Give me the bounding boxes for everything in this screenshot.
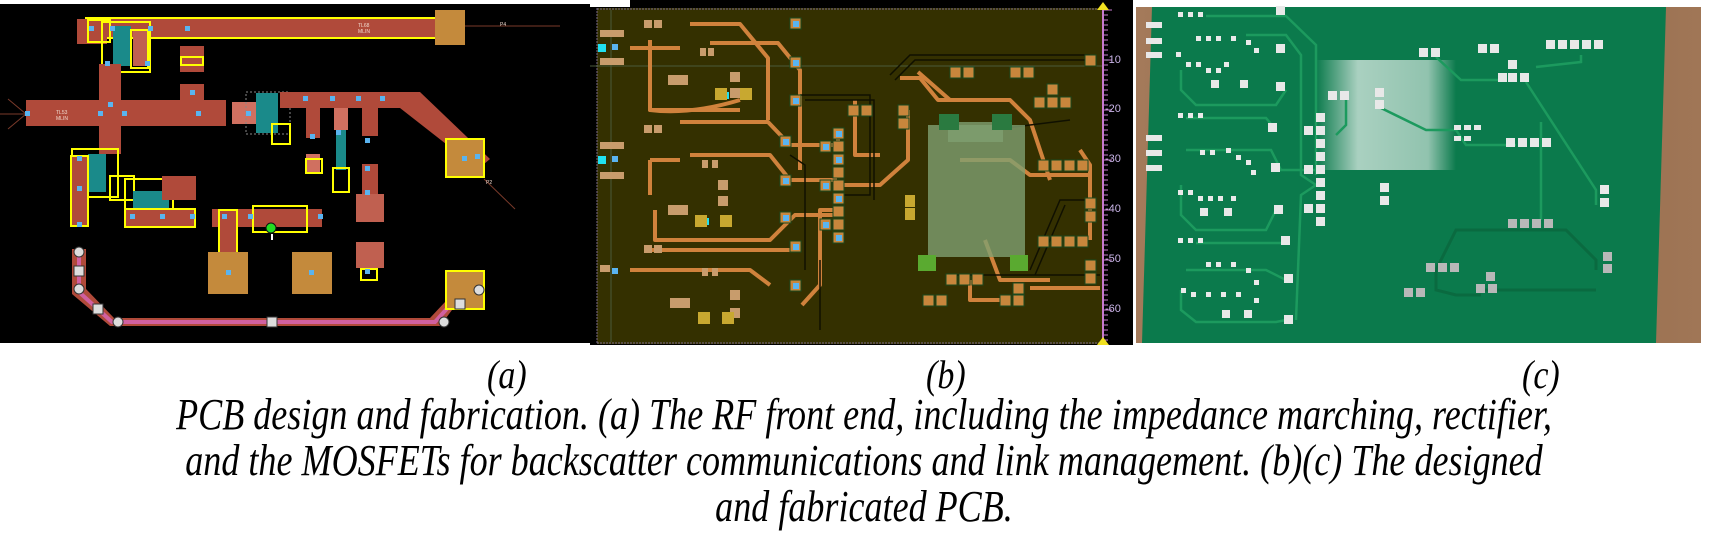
- transistor-x5: [113, 26, 131, 66]
- path-node-icon[interactable]: [92, 303, 104, 315]
- pad-green: [939, 114, 959, 130]
- transistor-x4: [133, 191, 169, 211]
- ic-footprint-tab: [948, 122, 1003, 142]
- pcb-pads: [1146, 6, 1609, 324]
- pcb-pads-grey: [1404, 219, 1612, 297]
- capacitor-pad: [905, 195, 915, 207]
- subfigure-label-b: (b): [926, 352, 966, 397]
- ruler-label: -10: [1105, 54, 1121, 66]
- cap-c16: [306, 154, 320, 174]
- trace-tee-chain: [280, 92, 410, 108]
- label-mlin: MLIN: [56, 116, 68, 122]
- ruler-label: -30: [1105, 153, 1121, 165]
- selection-box: [101, 21, 151, 73]
- trace-tl68: [80, 19, 440, 37]
- trace-tl67: [133, 30, 147, 66]
- selection-box: [271, 123, 291, 145]
- smd-components: [600, 20, 740, 318]
- port-pad-p4: [435, 10, 465, 45]
- label-p4: P4: [500, 22, 506, 28]
- figure-caption: PCB design and fabrication. (a) The RF f…: [0, 392, 1728, 530]
- trace-bottom-loop: [72, 249, 470, 326]
- selection-box: [180, 56, 204, 66]
- panel-a-rf-front-end-layout: P4 TL68 MLIN TL53 MLIN P2: [0, 4, 590, 343]
- label-p2: P2: [486, 180, 492, 186]
- capacitor-pad: [905, 208, 915, 220]
- caption-line-1: PCB design and fabrication. (a) The RF f…: [176, 390, 1552, 439]
- port-lead: [483, 178, 516, 210]
- selection-box: [305, 158, 323, 174]
- transistor-x35: [356, 194, 384, 222]
- transistor-x24: [256, 93, 278, 133]
- trace-tl76: [334, 108, 348, 130]
- panel-c-fabricated-pcb-photo: [1136, 0, 1728, 345]
- transistor-x3: [88, 154, 106, 192]
- signal-traces: [789, 54, 1100, 330]
- smd-pads: [1176, 12, 1259, 303]
- path-node-icon[interactable]: [73, 246, 85, 258]
- trace-tl51: [362, 108, 378, 136]
- selection-box: [109, 175, 135, 201]
- path-node-icon[interactable]: [73, 265, 85, 277]
- green-marker-icon[interactable]: [265, 222, 277, 234]
- pad-green: [992, 114, 1012, 130]
- ruler-bottom-marker-icon[interactable]: [1097, 337, 1109, 345]
- trace-tl33: [306, 108, 320, 138]
- path-node-icon[interactable]: [112, 316, 124, 328]
- path-node-icon[interactable]: [473, 284, 485, 296]
- ruler-label: -40: [1105, 203, 1121, 215]
- caption-line-2: and the MOSFETs for backscatter communic…: [185, 436, 1543, 485]
- pin-markers: [25, 26, 480, 275]
- rf-layout-drawing: P4 TL68 MLIN TL53 MLIN P2: [0, 10, 560, 328]
- ruler-label: -20: [1105, 103, 1121, 115]
- subfigure-label-c: (c): [1522, 352, 1560, 397]
- pcb-photo: [1136, 6, 1701, 343]
- subfigure-label-a: (a): [487, 352, 527, 397]
- path-highlight: [77, 252, 464, 324]
- port-lead: [7, 113, 27, 130]
- trace-tl78: [362, 164, 378, 194]
- label-tl53: TL53: [56, 110, 68, 116]
- pcb-layout-drawing: -10 -20 -30 -40 -50 -60: [590, 0, 1133, 345]
- caption-line-3: and fabricated PCB.: [715, 482, 1013, 531]
- ic-footprint: [928, 125, 1025, 257]
- ruler-label: -50: [1105, 253, 1121, 265]
- panel-b-designed-pcb-layout: -10 -20 -30 -40 -50 -60: [590, 0, 1133, 345]
- copper-traces: [630, 22, 1100, 307]
- ruler-label: -60: [1105, 303, 1121, 315]
- pad-green: [1010, 255, 1028, 271]
- via-v2: [180, 46, 204, 72]
- cap-c21: [232, 102, 256, 124]
- ruler-ticks: [1103, 9, 1112, 341]
- path-node-icon[interactable]: [454, 298, 466, 310]
- vertical-ruler[interactable]: [1102, 0, 1133, 345]
- port-lead: [7, 98, 27, 115]
- path-node-icon[interactable]: [438, 316, 450, 328]
- cap-c17: [356, 242, 384, 268]
- label-tl68: TL68: [358, 23, 370, 29]
- path-node-icon[interactable]: [266, 316, 278, 328]
- label-mlin: MLIN: [358, 29, 370, 35]
- pad-green: [918, 255, 936, 271]
- selection-box: [445, 138, 485, 178]
- via-v3: [162, 176, 196, 200]
- selection-box: [130, 29, 149, 69]
- ruler-top-marker-icon[interactable]: [1097, 2, 1109, 10]
- selection-box: [332, 167, 350, 193]
- light-glare: [1316, 60, 1456, 170]
- pcb-board: [1142, 7, 1666, 343]
- board-area: [597, 8, 1102, 344]
- large-pads: [695, 88, 752, 324]
- path-node-icon[interactable]: [73, 283, 85, 295]
- footprint-outline: [245, 91, 291, 135]
- trace-tee6-tl87: [212, 209, 322, 227]
- zener-diode: [336, 130, 346, 170]
